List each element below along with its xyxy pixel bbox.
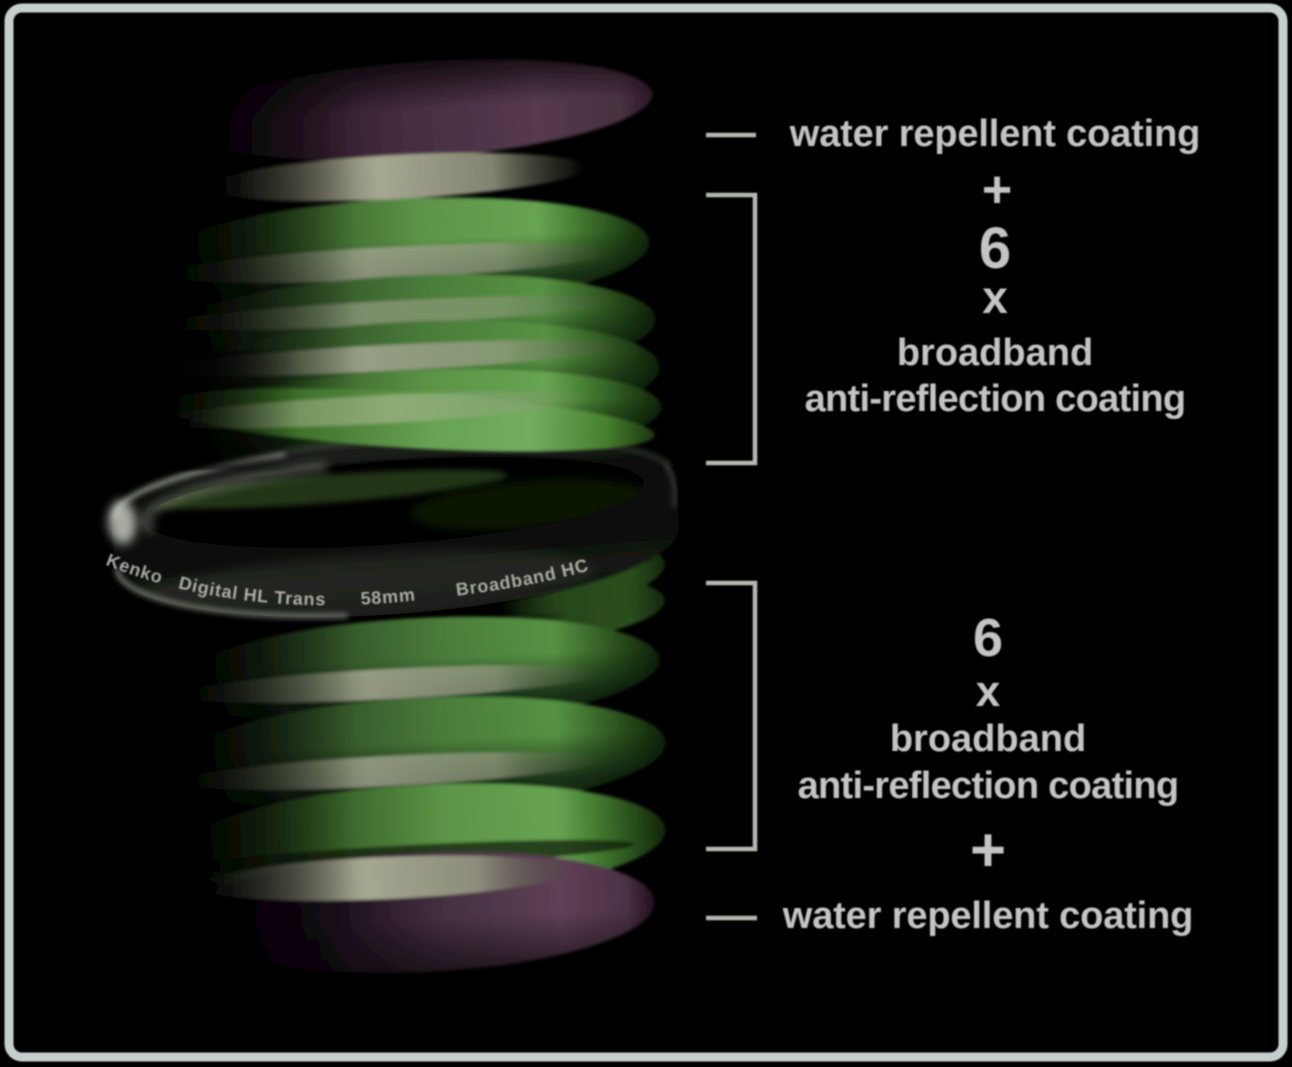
svg-text:6: 6 bbox=[973, 608, 1003, 668]
svg-text:broadband: broadband bbox=[897, 332, 1093, 374]
svg-text:x: x bbox=[982, 271, 1008, 323]
svg-text:6: 6 bbox=[979, 216, 1011, 281]
svg-text:+: + bbox=[982, 161, 1012, 219]
svg-text:water repellent coating: water repellent coating bbox=[782, 895, 1193, 937]
svg-text:broadband: broadband bbox=[890, 718, 1086, 760]
svg-text:water repellent coating: water repellent coating bbox=[789, 113, 1200, 155]
svg-text:+: + bbox=[970, 816, 1006, 885]
svg-text:x: x bbox=[976, 667, 1001, 716]
svg-text:anti-reflection coating: anti-reflection coating bbox=[805, 378, 1186, 420]
svg-text:anti-reflection coating: anti-reflection coating bbox=[798, 765, 1179, 807]
